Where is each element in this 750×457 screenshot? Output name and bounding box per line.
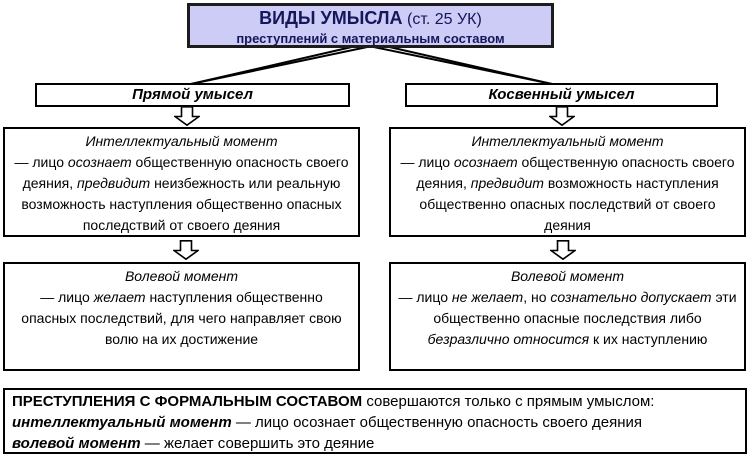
indirect-intent-label: Косвенный умысел: [488, 86, 635, 103]
down-arrow-icon: [174, 106, 200, 126]
direct-volitional-box: Волевой момент — лицо желает наступления…: [3, 262, 360, 371]
title-article-ref: (ст. 25 УК): [402, 11, 482, 28]
title-main: ВИДЫ УМЫСЛА: [259, 8, 403, 28]
formal-note-line3: волевой момент — желает совершить это де…: [12, 435, 375, 452]
title-box: ВИДЫ УМЫСЛА (ст. 25 УК) преступлений с м…: [187, 3, 554, 48]
direct-intellectual-text: — лицо осознает общественную опасность с…: [14, 154, 349, 233]
indirect-volitional-title: Волевой момент: [510, 268, 625, 284]
formal-note-line1: ПРЕСТУПЛЕНИЯ С ФОРМАЛЬНЫМ СОСТАВОМ совер…: [12, 393, 655, 410]
down-arrow-icon: [549, 106, 575, 126]
indirect-intellectual-box: Интеллектуальный момент — лицо осознает …: [389, 127, 746, 237]
down-arrow-icon: [173, 240, 199, 260]
formal-note-line2: интеллектуальный момент — лицо осознает …: [12, 414, 643, 431]
direct-intellectual-box: Интеллектуальный момент — лицо осознает …: [3, 127, 360, 237]
title-line1: ВИДЫ УМЫСЛА (ст. 25 УК): [190, 7, 551, 31]
direct-intent-header-box: Прямой умысел: [35, 83, 350, 107]
title-subtitle: преступлений с материальным составом: [236, 31, 505, 46]
indirect-intent-header-box: Косвенный умысел: [405, 83, 718, 107]
direct-volitional-title: Волевой момент: [124, 268, 239, 284]
down-arrow-icon: [550, 240, 576, 260]
direct-volitional-text: — лицо желает наступления общественно оп…: [21, 289, 342, 347]
direct-intent-label: Прямой умысел: [132, 86, 253, 103]
indirect-intellectual-title: Интеллектуальный момент: [471, 133, 664, 149]
direct-intellectual-title: Интеллектуальный момент: [85, 133, 278, 149]
indirect-volitional-text: — лицо не желает, но сознательно допуска…: [398, 289, 737, 347]
formal-corpus-note-box: ПРЕСТУПЛЕНИЯ С ФОРМАЛЬНЫМ СОСТАВОМ совер…: [3, 388, 747, 454]
indirect-intellectual-text: — лицо осознает общественную опасность с…: [400, 154, 735, 233]
indirect-volitional-box: Волевой момент — лицо не желает, но созн…: [389, 262, 746, 371]
